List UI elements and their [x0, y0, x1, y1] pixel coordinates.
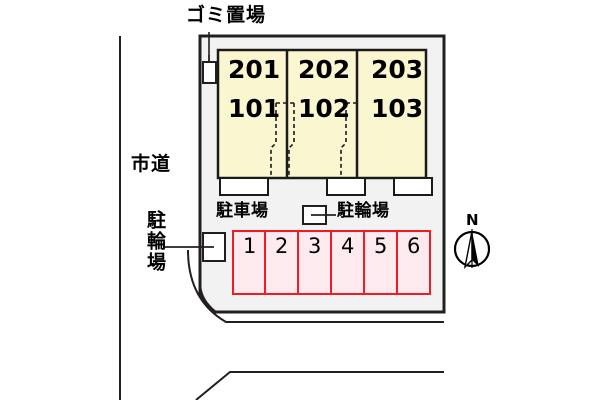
parking-stall-2: 2 [275, 234, 289, 258]
unit-label-203: 203 [371, 55, 424, 84]
bicycle-parking-marker-left [163, 232, 226, 262]
unit-label-102: 102 [298, 94, 351, 123]
bicycle-parking-legend-label: 駐輪場 [337, 201, 390, 221]
entrance-porches [219, 177, 433, 196]
staircase-dashed-lines [270, 102, 360, 178]
city-road-label: 市道 [131, 153, 172, 175]
parking-stall-6: 6 [407, 234, 421, 258]
trash-area-label: ゴミ置場 [186, 4, 267, 26]
apartment-building [216, 48, 428, 180]
bicycle-parking-label-left: 駐輪場 [143, 210, 166, 273]
unit-label-202: 202 [298, 55, 351, 84]
parking-stall-3: 3 [308, 234, 322, 258]
unit-label-101: 101 [228, 94, 281, 123]
trash-area-marker [202, 32, 217, 84]
car-parking-legend-label: 駐車場 [216, 201, 269, 221]
parking-stall-1: 1 [243, 234, 257, 258]
compass-rose [453, 229, 491, 270]
bicycle-parking-legend-symbol [302, 205, 336, 225]
unit-label-201: 201 [228, 55, 281, 84]
parking-stalls [232, 230, 431, 295]
parking-stall-5: 5 [374, 234, 388, 258]
compass-north-label: N [466, 211, 479, 229]
driveway-curves [187, 36, 444, 400]
parking-stall-4: 4 [341, 234, 355, 258]
unit-label-103: 103 [371, 94, 424, 123]
